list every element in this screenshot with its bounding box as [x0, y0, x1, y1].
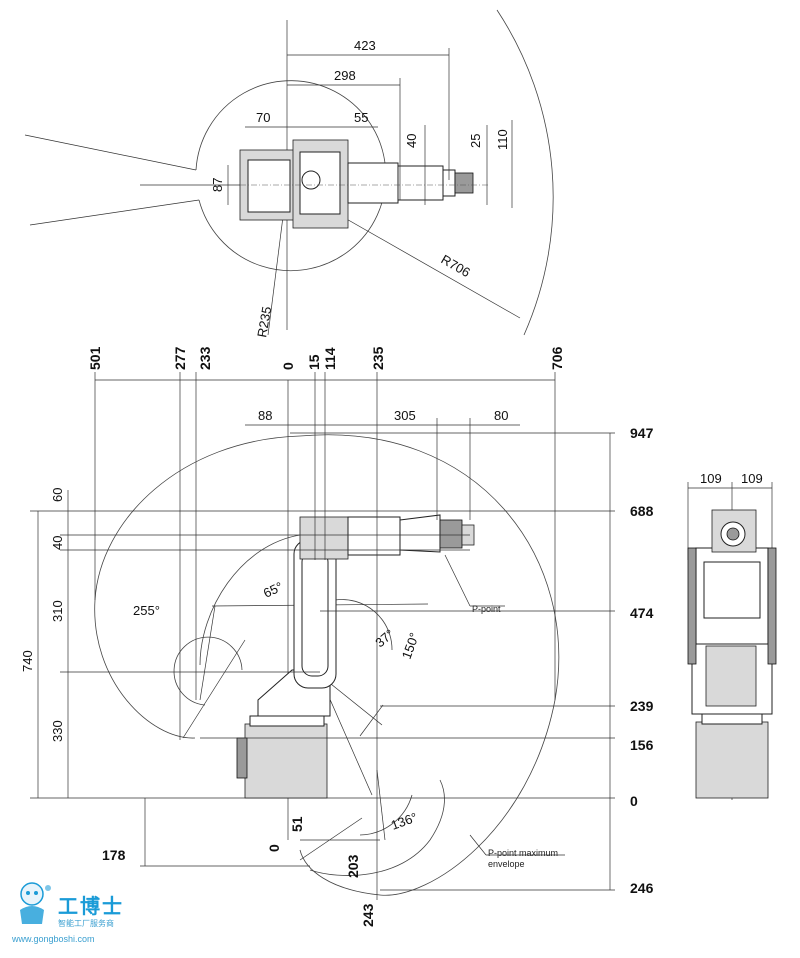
side-lower-arm-inner [301, 551, 329, 677]
dim-40: 40 [404, 134, 419, 148]
angle-37: 37° [372, 626, 397, 650]
dim-0-bottom: 0 [266, 844, 282, 852]
top-joint [301, 170, 321, 190]
dim-88: 88 [258, 408, 272, 423]
watermark-url: www.gongboshi.com [12, 934, 95, 944]
angle-150: 150° [399, 631, 422, 661]
dim-740: 740 [20, 650, 35, 672]
angle-65: 65° [261, 579, 285, 601]
dim-156: 156 [630, 737, 654, 753]
dim-0-top: 0 [280, 362, 296, 370]
dim-501: 501 [87, 346, 103, 370]
front-side-right [767, 547, 777, 665]
envelope-leader [469, 834, 487, 856]
swing-line [299, 817, 363, 861]
dim-15: 15 [306, 354, 322, 370]
dim-60: 60 [50, 488, 65, 502]
side-view: 501 277 233 0 15 114 235 706 88 305 80 9… [20, 346, 654, 927]
p-point-label: P-point [472, 604, 501, 614]
dim-298: 298 [334, 68, 356, 83]
dim-235: 235 [370, 346, 386, 370]
dim-474: 474 [630, 605, 654, 621]
p-point-leader [444, 554, 471, 607]
dim-277: 277 [172, 346, 188, 370]
side-forearm [399, 514, 441, 553]
front-dim-left: 109 [700, 471, 722, 486]
dim-233: 233 [197, 346, 213, 370]
dim-423: 423 [354, 38, 376, 53]
dim-55: 55 [354, 110, 368, 125]
dim-239: 239 [630, 698, 654, 714]
side-base-connector [236, 737, 248, 779]
angle-arc-136 [359, 794, 413, 836]
dim-203: 203 [345, 854, 361, 878]
swing-line [376, 769, 386, 841]
side-base-top [249, 715, 325, 727]
watermark-logo: 工博士 智能工厂服务商 www.gongboshi.com [10, 876, 140, 946]
swing-line [359, 704, 384, 737]
angle-arc-150 [334, 599, 393, 651]
angle-255: 255° [133, 603, 160, 618]
dim-51: 51 [289, 816, 305, 832]
side-upper-arm [347, 516, 401, 556]
top-flange [454, 172, 474, 194]
front-side-left [687, 547, 697, 665]
reach-envelope-r706 [496, 9, 554, 336]
dim-25: 25 [468, 134, 483, 148]
dim-178: 178 [102, 847, 126, 863]
top-arm [347, 162, 399, 204]
dim-706: 706 [549, 346, 565, 370]
dim-310: 310 [50, 600, 65, 622]
dim-87: 87 [210, 178, 225, 192]
front-view: 109 109 [687, 471, 777, 800]
dim-114: 114 [322, 347, 338, 370]
envelope-label-2: envelope [488, 859, 525, 869]
dim-80: 80 [494, 408, 508, 423]
p-point-envelope [299, 434, 560, 896]
front-flange-inner [726, 527, 740, 541]
side-base [244, 723, 328, 799]
dim-688: 688 [630, 503, 654, 519]
watermark-title: 工博士 [58, 896, 124, 918]
front-base [695, 721, 769, 799]
front-lower-inner [705, 645, 757, 707]
dim-330: 330 [50, 720, 65, 742]
angle-136: 136° [389, 810, 419, 833]
angle-arc-255 [173, 636, 243, 706]
wedge-line [29, 199, 200, 226]
dim-243: 243 [360, 903, 376, 927]
top-view: 423 298 70 55 40 25 110 87 R706 R235 [24, 9, 554, 339]
wedge-line [24, 134, 197, 171]
top-base-inner [247, 159, 291, 213]
watermark-subtitle: 智能工厂服务商 [58, 919, 114, 928]
dim-305: 305 [394, 408, 416, 423]
robot-mascot-icon [20, 882, 51, 924]
front-dim-right: 109 [741, 471, 763, 486]
side-shoulder [299, 516, 349, 560]
front-arm-inner [703, 561, 761, 619]
swing-line [199, 605, 216, 701]
swing-line [182, 639, 246, 739]
inner-envelope [94, 435, 301, 739]
envelope-label-1: P-point maximum [488, 848, 558, 858]
side-wrist [439, 519, 463, 549]
dim-40-side: 40 [50, 536, 65, 550]
dim-246: 246 [630, 880, 654, 896]
dim-0-right: 0 [630, 793, 638, 809]
envelope-right-lower [309, 779, 445, 876]
dim-r235: R235 [254, 305, 274, 338]
top-arm-upper [397, 165, 444, 201]
dim-70: 70 [256, 110, 270, 125]
dim-r706: R706 [439, 252, 473, 281]
dim-947: 947 [630, 425, 654, 441]
inner-envelope-lower [199, 534, 301, 666]
dim-110: 110 [495, 129, 510, 150]
